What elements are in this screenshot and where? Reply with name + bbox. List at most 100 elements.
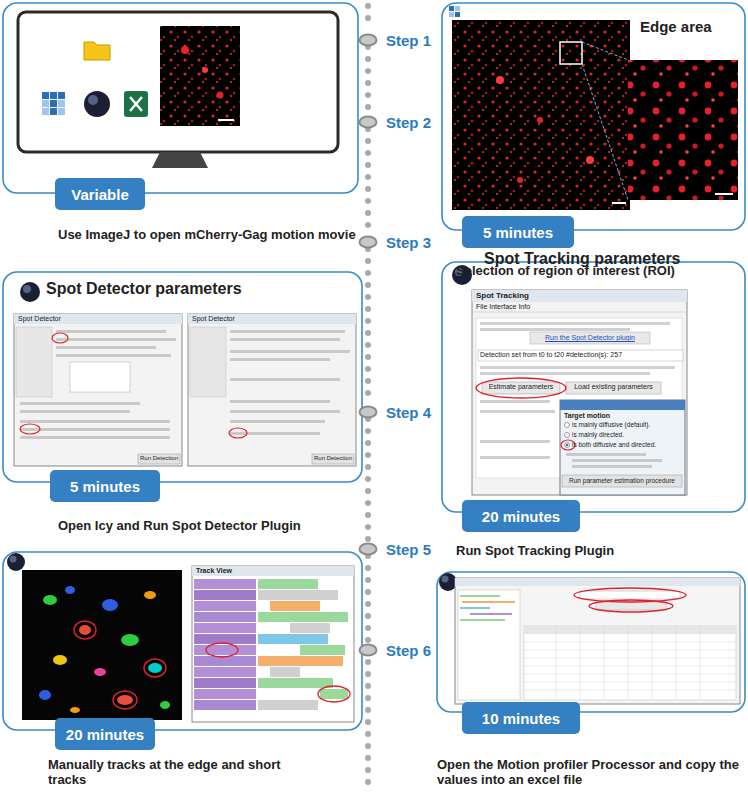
window-title: Track View <box>196 567 316 575</box>
software-screenshot <box>478 350 683 361</box>
time-badge: 5 minutes <box>462 216 574 248</box>
tracking-image <box>194 689 256 699</box>
software-screenshot <box>462 601 515 603</box>
step-label: Step 2 <box>386 114 431 131</box>
menu-bar: File Interface Info <box>476 303 626 311</box>
software-screenshot <box>230 330 345 333</box>
tracking-image <box>194 601 256 611</box>
tracking-image <box>117 695 133 705</box>
computer-illustration <box>50 100 57 107</box>
software-screenshot <box>20 436 170 439</box>
tracking-image <box>194 579 256 589</box>
window-title: Spot Detector <box>18 315 138 323</box>
software-screenshot <box>566 453 646 456</box>
computer-illustration <box>152 152 208 168</box>
software-screenshot <box>452 265 687 495</box>
step-connector <box>365 47 371 115</box>
window-title: Spot Detector <box>192 315 312 323</box>
software-screenshot <box>472 290 687 495</box>
software-screenshot <box>565 423 570 448</box>
step-marker-shape <box>360 35 377 46</box>
software-screenshot <box>188 314 356 324</box>
panel-heading: Spot Tracking parameters <box>484 250 744 268</box>
step-panel <box>3 552 362 730</box>
software-screenshot <box>230 338 340 341</box>
tracking-image <box>39 586 170 713</box>
step-description: Open the Motion profiler Processor and c… <box>437 758 747 788</box>
computer-illustration <box>18 12 338 152</box>
software-screenshot <box>442 576 449 583</box>
tracking-image <box>65 586 75 594</box>
tracking-image <box>194 612 256 622</box>
software-screenshot <box>56 330 176 357</box>
step-description: Open Icy and Run Spot Detector Plugin <box>58 519 358 534</box>
software-screenshot <box>460 607 490 609</box>
software-screenshot <box>480 328 630 331</box>
software-screenshot <box>566 382 661 394</box>
microscopy-image <box>715 193 733 195</box>
software-screenshot <box>190 327 226 397</box>
time-label: 20 minutes <box>66 726 144 743</box>
software-screenshot <box>20 410 130 413</box>
software-screenshot <box>565 443 570 448</box>
tracking-image <box>290 623 330 633</box>
software-screenshot <box>560 400 685 410</box>
step-marker-shape <box>358 542 378 556</box>
tracking-image <box>194 700 256 710</box>
software-screenshot <box>460 619 505 621</box>
software-screenshot <box>556 626 557 700</box>
computer-illustration <box>42 92 65 115</box>
computer-illustration <box>160 26 240 126</box>
dotted-spine <box>365 662 371 790</box>
software-screenshot <box>565 423 570 428</box>
time-badge: 5 minutes <box>50 470 160 502</box>
tracking-image <box>144 591 156 599</box>
software-screenshot <box>560 400 685 495</box>
software-screenshot <box>439 573 457 591</box>
tracking-image <box>258 656 343 666</box>
software-screenshot <box>230 330 350 435</box>
time-badge: 20 minutes <box>55 718 155 750</box>
tracking-image <box>192 566 354 722</box>
step-panel <box>3 3 358 193</box>
software-screenshot <box>460 596 515 620</box>
software-screenshot <box>589 600 673 612</box>
software-screenshot <box>138 454 180 464</box>
computer-illustration <box>58 108 65 115</box>
software-screenshot <box>230 400 330 403</box>
software-screenshot <box>565 433 570 438</box>
microscopy-image <box>496 76 504 84</box>
step-marker-shape <box>360 645 377 656</box>
tracking-image <box>258 678 333 688</box>
software-screenshot <box>652 626 653 700</box>
software-screenshot <box>596 602 666 610</box>
tracking-image <box>79 625 91 635</box>
step-label: Step 6 <box>386 642 431 659</box>
software-screenshot <box>16 327 52 397</box>
software-screenshot <box>472 312 687 313</box>
software-screenshot <box>566 444 568 446</box>
software-screenshot <box>230 358 330 361</box>
step-connector <box>365 419 371 542</box>
tracking-image <box>94 668 106 676</box>
software-screenshot <box>562 475 682 487</box>
tracking-image <box>192 566 354 576</box>
software-screenshot <box>56 330 166 333</box>
software-screenshot <box>14 314 182 324</box>
step-marker-shape <box>358 235 378 249</box>
software-screenshot <box>530 332 650 344</box>
software-screenshot <box>312 454 354 464</box>
software-screenshot <box>572 465 652 468</box>
tracking-image <box>258 612 348 622</box>
software-screenshot <box>480 440 550 443</box>
tracking-image <box>39 690 51 700</box>
microscopy-image <box>455 6 460 11</box>
computer-illustration <box>130 97 142 111</box>
time-label: 5 minutes <box>483 224 553 241</box>
tracking-image <box>300 645 345 655</box>
tracking-image <box>74 621 166 709</box>
step-marker-shape <box>358 405 378 419</box>
microscopy-image <box>582 64 628 200</box>
software-screenshot <box>700 626 701 700</box>
computer-illustration <box>58 92 65 99</box>
